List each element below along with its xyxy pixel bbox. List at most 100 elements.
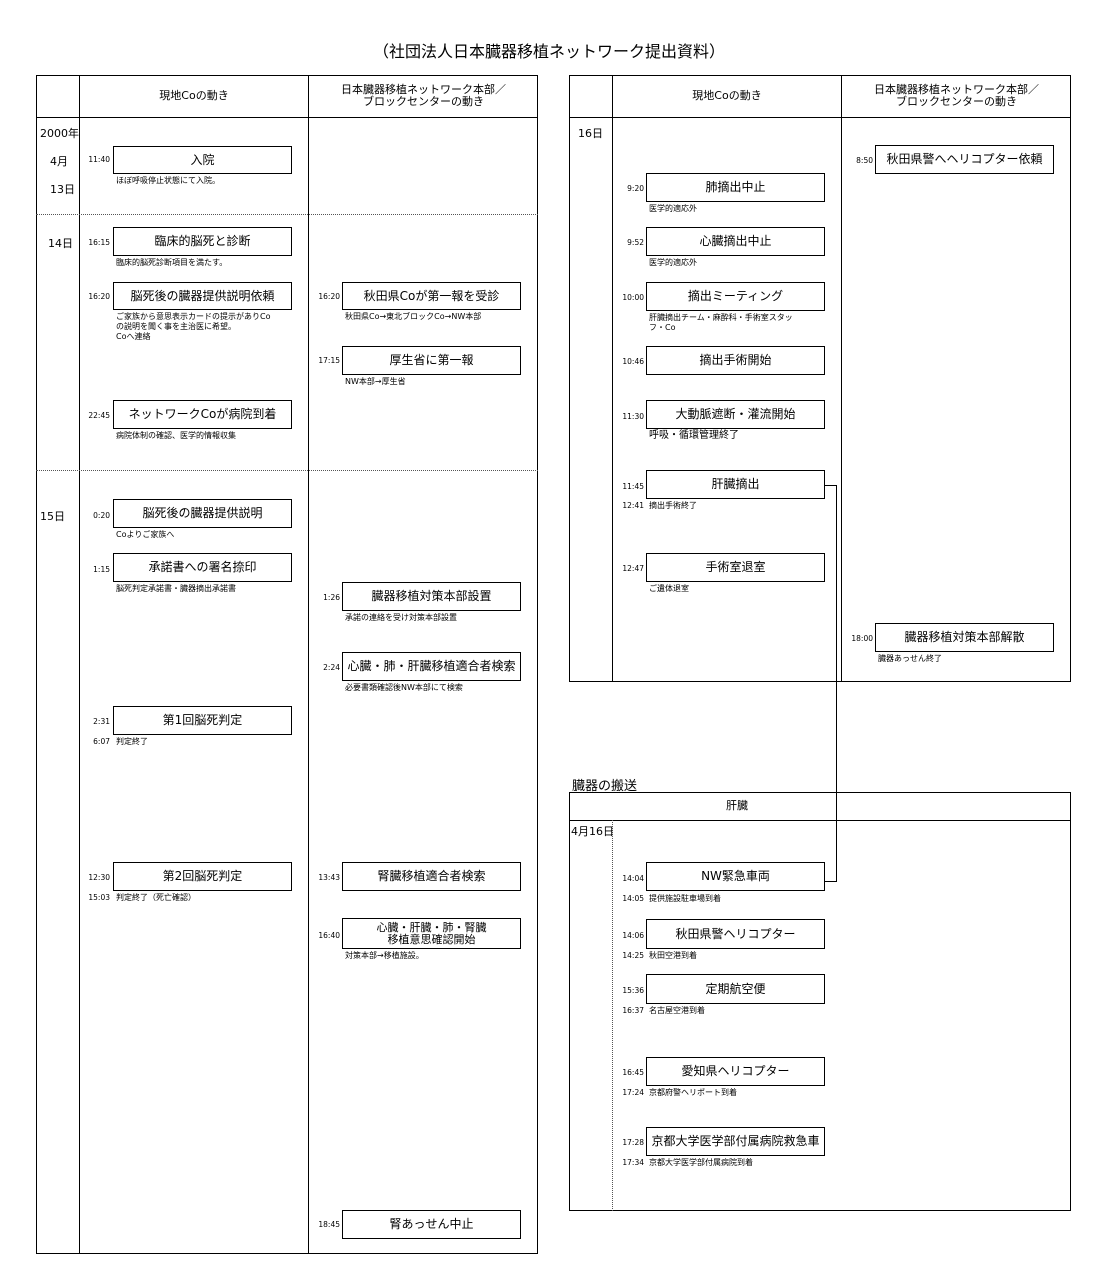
event-note: 提供施設駐車場到着 [649, 894, 721, 903]
event-note: 医学的適応外 [649, 258, 697, 267]
event-note: ご家族から意思表示カードの提示がありCo の説明を聞く事を主治医に希望。 Coへ… [116, 312, 271, 341]
liver-transport-connector [836, 485, 837, 882]
event-note: 脳死判定承諾書・臓器摘出承諾書 [116, 584, 236, 593]
event-time-end: 17:24 [622, 1088, 644, 1097]
event-box-helicopter-request: 秋田県警へヘリコプター依頼 [875, 145, 1054, 174]
event-time: 16:40 [318, 931, 340, 940]
event-time: 18:45 [318, 1220, 340, 1229]
event-note: 必要書類確認後NW本部にて検索 [345, 683, 463, 692]
event-box-task-force-dissolved: 臓器移植対策本部解散 [875, 623, 1054, 652]
event-note: 京都府警ヘリポート到着 [649, 1088, 737, 1097]
event-note: 秋田県Co→東北ブロックCo→NW本部 [345, 312, 482, 321]
event-time: 12:30 [88, 873, 110, 882]
event-note: 病院体制の確認、医学的情報収集 [116, 431, 236, 440]
transport-box-scheduled-flight: 定期航空便 [646, 974, 825, 1004]
event-time-end: 16:37 [622, 1006, 644, 1015]
event-time: 9:52 [627, 238, 644, 247]
event-time: 11:40 [88, 155, 110, 164]
left-date-column-divider [79, 75, 80, 1254]
transport-box-kyoto-university-ambulance: 京都大学医学部付属病院救急車 [646, 1127, 825, 1156]
event-time-end: 12:41 [622, 501, 644, 510]
event-box-admission: 入院 [113, 146, 292, 174]
event-time-end: 14:05 [622, 894, 644, 903]
event-time: 2:31 [93, 717, 110, 726]
event-note: 対策本部→移植施設。 [345, 951, 424, 960]
transport-box-nw-emergency-vehicle: NW緊急車両 [646, 862, 825, 891]
event-box-liver-removal: 肝臓摘出 [646, 470, 825, 499]
event-note: 呼吸・循環管理終了 [649, 430, 739, 441]
event-time: 15:36 [622, 986, 644, 995]
right-timeline-panel [569, 75, 1071, 682]
left-hq-column-divider [308, 75, 309, 1254]
event-time: 16:20 [318, 292, 340, 301]
event-note: 臓器あっせん終了 [878, 654, 942, 663]
event-box-consent-signing: 承諾書への署名捺印 [113, 553, 292, 582]
event-time: 18:00 [851, 634, 873, 643]
event-time: 14:04 [622, 874, 644, 883]
event-box-aortic-clamp: 大動脈遮断・灌流開始 [646, 400, 825, 429]
left-header-divider [36, 117, 538, 118]
event-box-second-brain-death-test: 第2回脳死判定 [113, 862, 292, 891]
liver-transport-connector [825, 881, 837, 882]
right-header-divider [569, 117, 1071, 118]
event-note: 医学的適応外 [649, 204, 697, 213]
event-time-end: 6:07 [93, 737, 110, 746]
date-month: 4月 [50, 155, 68, 168]
event-time: 0:20 [93, 511, 110, 520]
event-time: 16:15 [88, 238, 110, 247]
event-box-donation-explanation: 脳死後の臓器提供説明 [113, 499, 292, 528]
event-note: 摘出手術終了 [649, 501, 697, 510]
liver-transport-connector [825, 485, 837, 486]
event-time-end: 14:25 [622, 951, 644, 960]
event-box-transplant-intent-confirmation: 心臓・肝臓・肺・腎臓 移植意思確認開始 [342, 918, 521, 949]
event-box-kidney-recipient-search: 腎臓移植適合者検索 [342, 862, 521, 891]
date-day-15: 15日 [40, 510, 65, 523]
event-note: ほぼ呼吸停止状態にて入院。 [116, 176, 220, 185]
event-time: 16:20 [88, 292, 110, 301]
event-box-recipient-search-heart-lung-liver: 心臓・肺・肝臓移植適合者検索 [342, 652, 521, 681]
page-title: （社団法人日本臓器移植ネットワーク提出資料） [372, 42, 725, 61]
right-header-hq: 日本臓器移植ネットワーク本部／ ブロックセンターの動き [874, 83, 1039, 108]
right-date-column-divider [612, 75, 613, 682]
event-note: 承諾の連絡を受け対策本部設置 [345, 613, 457, 622]
event-time: 2:24 [323, 663, 340, 672]
event-box-coordinator-arrival: ネットワークCoが病院到着 [113, 400, 292, 429]
right-header-local: 現地Coの動き [692, 89, 762, 102]
left-day-divider [36, 214, 538, 215]
event-box-first-report-received: 秋田県Coが第一報を受診 [342, 282, 521, 310]
date-day-16: 16日 [578, 127, 603, 140]
event-note: 名古屋空港到着 [649, 1006, 705, 1015]
transport-panel [569, 792, 1071, 1211]
event-time: 1:15 [93, 565, 110, 574]
event-time: 22:45 [88, 411, 110, 420]
event-time: 17:15 [318, 356, 340, 365]
left-header-local: 現地Coの動き [159, 89, 229, 102]
event-box-surgery-start: 摘出手術開始 [646, 346, 825, 375]
event-box-ministry-report: 厚生省に第一報 [342, 346, 521, 375]
event-time: 10:46 [622, 357, 644, 366]
transport-box-aichi-helicopter: 愛知県ヘリコプター [646, 1057, 825, 1086]
left-timeline-panel [36, 75, 538, 1254]
event-note: 臨床的脳死診断項目を満たす。 [116, 258, 228, 267]
event-note: 判定終了（死亡確認） [116, 893, 196, 902]
event-note: 秋田空港到着 [649, 951, 697, 960]
event-note: 判定終了 [116, 737, 148, 746]
event-time: 12:47 [622, 564, 644, 573]
left-header-hq: 日本臓器移植ネットワーク本部／ ブロックセンターの動き [341, 83, 506, 108]
event-time: 8:50 [856, 156, 873, 165]
event-box-lung-removal-cancelled: 肺摘出中止 [646, 173, 825, 202]
right-hq-column-divider [841, 75, 842, 682]
event-time: 10:00 [622, 293, 644, 302]
date-year: 2000年 [40, 127, 79, 140]
transport-section-label: 臓器の搬送 [572, 779, 638, 794]
event-box-removal-meeting: 摘出ミーティング [646, 282, 825, 311]
event-time-end: 17:34 [622, 1158, 644, 1167]
event-box-donation-explanation-request: 脳死後の臓器提供説明依頼 [113, 282, 292, 310]
event-note: NW本部→厚生省 [345, 377, 406, 386]
transport-header-liver: 肝臓 [726, 799, 748, 812]
left-day-divider [36, 470, 538, 471]
transport-header-divider [569, 820, 1071, 821]
event-time-end: 15:03 [88, 893, 110, 902]
event-box-first-brain-death-test: 第1回脳死判定 [113, 706, 292, 735]
event-time: 9:20 [627, 184, 644, 193]
